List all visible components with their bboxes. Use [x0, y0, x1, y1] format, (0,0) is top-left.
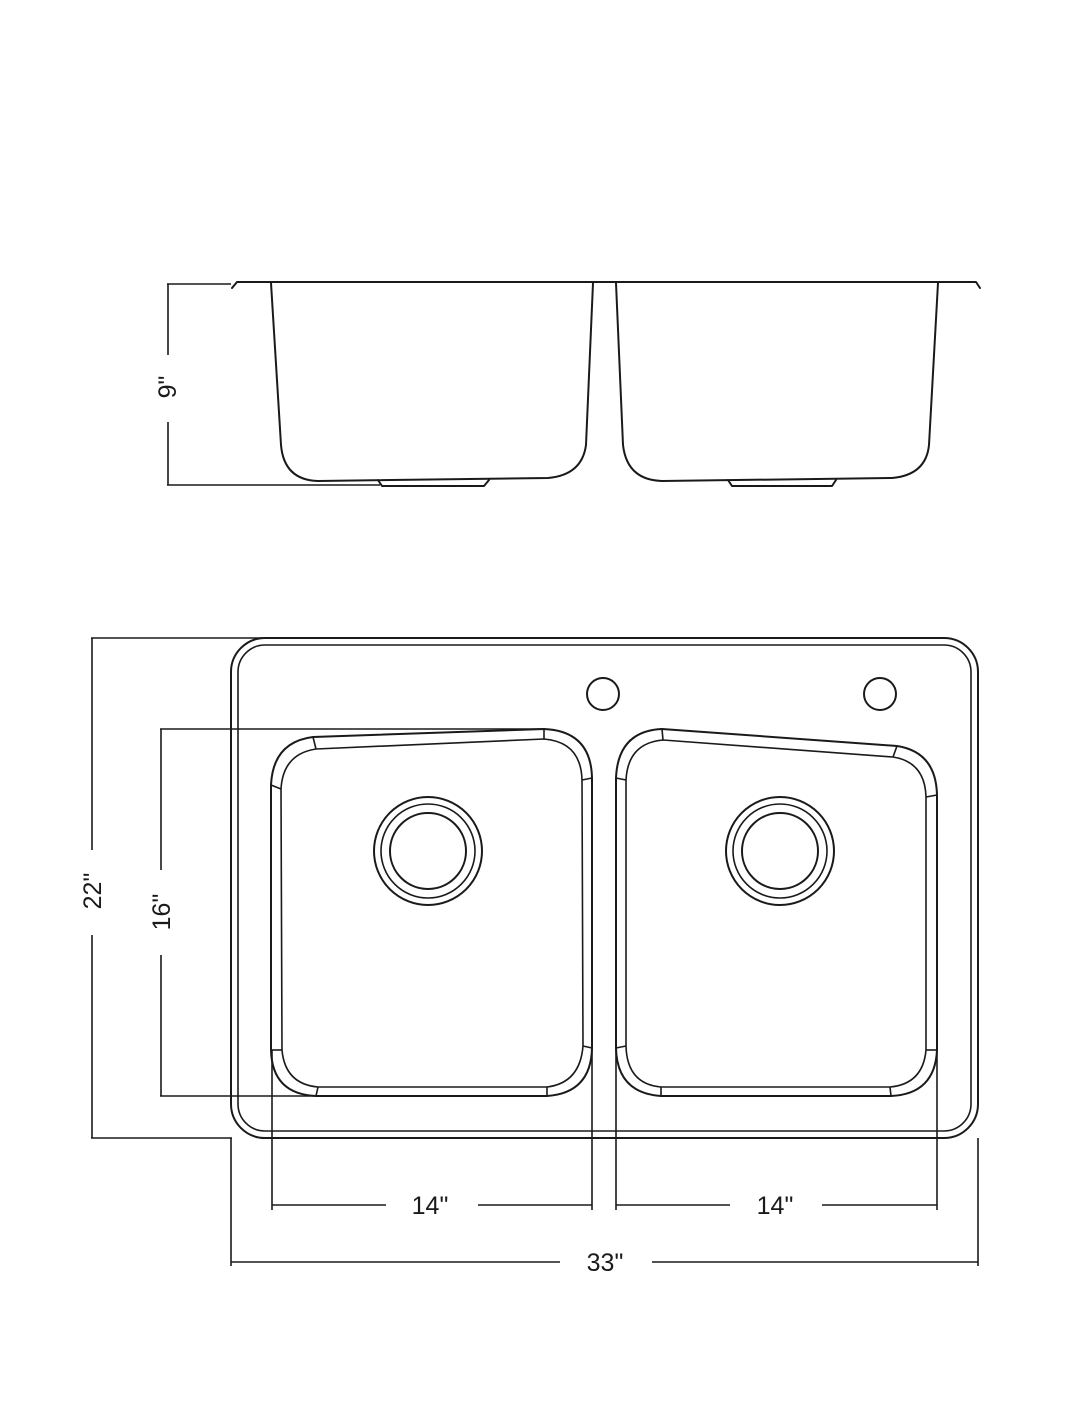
right-drain-ring: [732, 803, 828, 899]
rim-outer: [230, 637, 979, 1139]
right-bowl: [615, 728, 938, 1097]
bowl-depth-dimension: 16": [148, 728, 544, 1097]
overall-depth-dimension: 22": [79, 637, 603, 1139]
left-bowl-inner: [280, 738, 584, 1088]
depth-dimension: 9": [154, 283, 380, 486]
left-bowl: [270, 728, 593, 1097]
side-view: 9": [154, 281, 981, 487]
left-bowl-width-label: 14": [412, 1192, 449, 1220]
overall-width-dimension: 33": [230, 1138, 979, 1277]
left-bowl-width-dimension: 14": [271, 1048, 593, 1220]
right-bowl-width-dimension: 14": [615, 1048, 938, 1220]
overall-depth-label: 22": [79, 873, 107, 910]
right-bowl-width-label: 14": [757, 1192, 794, 1220]
side-view-right-bowl: [615, 282, 939, 482]
left-drain-ring: [380, 803, 476, 899]
side-view-left-bowl: [270, 282, 594, 482]
left-drain-inner: [389, 812, 467, 890]
faucet-hole-left: [586, 677, 620, 711]
side-view-right-drain: [727, 479, 837, 487]
left-bowl-outer: [270, 728, 593, 1097]
right-drain-outer: [725, 796, 835, 906]
right-drain-inner: [741, 812, 819, 890]
left-drain-outer: [373, 796, 483, 906]
depth-label: 9": [154, 376, 182, 399]
side-view-rim: [231, 281, 981, 289]
top-view: 22" 16" 14" 14": [79, 637, 979, 1277]
right-bowl-outer: [615, 728, 938, 1097]
side-view-left-drain: [377, 479, 490, 487]
faucet-hole-right: [863, 677, 897, 711]
right-bowl-inner: [625, 739, 927, 1088]
bowl-depth-label: 16": [148, 894, 176, 931]
rim-inner: [237, 644, 972, 1132]
overall-width-label: 33": [587, 1249, 624, 1277]
